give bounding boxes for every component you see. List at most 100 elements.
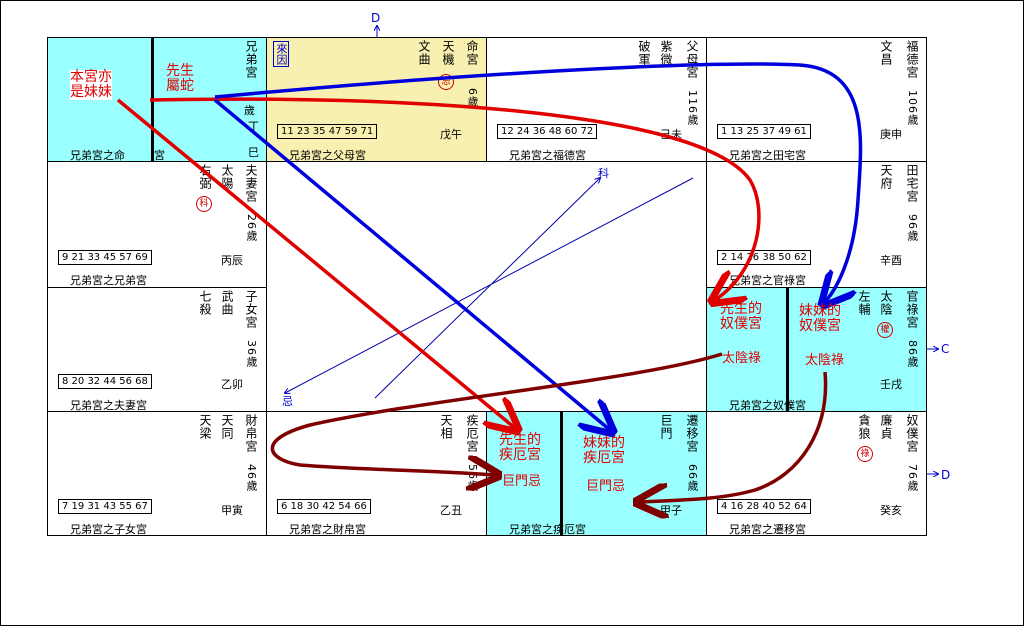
right-d-marker: D <box>941 468 951 482</box>
palace-mao: 子女宮 武曲 七殺 36歲 乙卯 8 20 32 44 56 68 兄弟宮之夫妻… <box>47 287 267 412</box>
star-2: 天梁 <box>198 414 212 440</box>
age-label: 26歲 <box>245 214 258 242</box>
age-label: 76歲 <box>906 464 919 492</box>
ganzhi: 甲寅 <box>221 504 243 517</box>
ganzhi: 辛酉 <box>880 254 902 267</box>
center-ji-label: 忌 <box>282 395 293 408</box>
age-label: 96歲 <box>906 214 919 242</box>
palace-you: 田宅宮 天府 96歲 辛酉 2 14 26 38 50 62 兄弟宮之官祿宮 <box>706 161 927 288</box>
year-numbers: 1 13 25 37 49 61 <box>717 124 811 139</box>
center-line-ke <box>374 178 600 399</box>
cell-bottom-label: 兄弟宮之疾厄宮 <box>509 523 586 536</box>
annotation-jumen-ji-2: 巨門忌 <box>586 479 626 494</box>
hua-quan-mark: 權 <box>877 322 893 338</box>
cell-bottom-label: 兄弟宮之命 <box>70 149 125 162</box>
annotation-jumen-ji-1: 巨門忌 <box>502 474 542 489</box>
ganzhi: 癸亥 <box>880 504 902 517</box>
cell-bottom-label: 兄弟宮之官祿宮 <box>729 274 806 287</box>
star-1: 廉貞 <box>879 414 893 440</box>
cell-divider <box>786 288 789 411</box>
annotation-taiyin-lu-2: 太陰祿 <box>805 353 845 368</box>
darkred-arrow-1 <box>270 352 723 475</box>
cell-divider <box>560 412 563 535</box>
palace-name: 官祿宮 <box>905 290 919 329</box>
annotation-benggong: 本宮亦 是妹妹 <box>70 69 112 100</box>
hua-ke-mark: 科 <box>196 196 212 212</box>
palace-name: 疾厄宮 <box>465 414 479 453</box>
palace-chen: 夫妻宮 太陽 右弼 科 26歲 丙辰 9 21 33 45 57 69 兄弟宮之… <box>47 161 267 288</box>
age-label: 106歲 <box>906 90 919 126</box>
ganzhi: 乙卯 <box>221 378 243 391</box>
palace-wei: 父母宮 紫微 破軍 116歲 己未 12 24 36 48 60 72 兄弟宮之… <box>486 37 707 162</box>
star-1: 紫微 <box>659 40 673 66</box>
palace-shen: 福德宮 文昌 106歲 庚申 1 13 25 37 49 61 兄弟宮之田宅宮 <box>706 37 927 162</box>
star-1: 文昌 <box>879 40 893 66</box>
age-label: 歲 <box>244 104 255 117</box>
age-label: 36歲 <box>245 340 258 368</box>
ganzhi: 壬戌 <box>880 378 902 391</box>
ganzhi: 庚申 <box>880 128 902 141</box>
year-numbers: 7 19 31 43 55 67 <box>58 499 152 514</box>
cell-bottom-label: 兄弟宮之福德宮 <box>509 149 586 162</box>
hua-lu-mark: 祿 <box>857 446 873 462</box>
annotation-husband-illness: 先生的 疾厄宮 <box>499 432 541 463</box>
age-label: 86歲 <box>906 340 919 368</box>
ganzhi: 戊午 <box>440 128 462 141</box>
cell-bottom-label: 兄弟宮之田宅宮 <box>729 149 806 162</box>
palace-name: 兄弟宮 <box>244 40 258 79</box>
blue-arrow-to-servant <box>214 62 863 302</box>
star-1: 太陽 <box>220 164 234 190</box>
red-arrow-to-illness <box>116 98 515 428</box>
cell-bottom-label: 兄弟宮之財帛宮 <box>289 523 366 536</box>
star-1: 太陰 <box>879 290 893 316</box>
age-label: 116歲 <box>686 90 699 126</box>
star-2: 貪狼 <box>857 414 871 440</box>
palace-name: 命宮 <box>465 40 479 66</box>
year-numbers: 9 21 33 45 57 69 <box>58 250 152 265</box>
palace-name: 子女宮 <box>244 290 258 329</box>
star-2: 左輔 <box>857 290 871 316</box>
laiyin-box: 來因 <box>273 41 289 67</box>
star-1: 天同 <box>220 414 234 440</box>
palace-name: 父母宮 <box>685 40 699 79</box>
age-label: 46歲 <box>245 464 258 492</box>
annotation-sister-illness: 妹妹的 疾厄宮 <box>583 435 625 466</box>
ganzhi-partial: 丁 <box>248 120 259 133</box>
cell-bottom-label-2: 宮 <box>154 149 165 162</box>
star-1: 天機 <box>441 40 455 66</box>
center-line-ji <box>285 177 694 393</box>
ganzhi: 乙丑 <box>440 504 462 517</box>
palace-name: 遷移宮 <box>685 414 699 453</box>
year-numbers: 6 18 30 42 54 66 <box>277 499 371 514</box>
ganzhi-branch: 巳 <box>248 146 259 159</box>
cell-bottom-label: 兄弟宮之兄弟宮 <box>70 274 147 287</box>
annotation-husband-servant: 先生的 奴僕宮 <box>720 301 762 332</box>
annotation-sister-servant: 妹妹的 奴僕宮 <box>799 303 841 334</box>
cell-bottom-label: 兄弟宮之奴僕宮 <box>729 399 806 412</box>
top-d-marker: D <box>371 11 381 25</box>
hua-ji-mark: 忌 <box>438 74 454 90</box>
year-numbers: 8 20 32 44 56 68 <box>58 374 152 389</box>
palace-name: 財帛宮 <box>244 414 258 453</box>
year-numbers: 2 14 26 38 50 62 <box>717 250 811 265</box>
cell-bottom-label: 兄弟宮之父母宮 <box>289 149 366 162</box>
star-2: 七殺 <box>198 290 212 316</box>
year-numbers: 11 23 35 47 59 71 <box>277 124 378 139</box>
palace-chou: 疾厄宮 天相 56歲 乙丑 6 18 30 42 54 66 兄弟宮之財帛宮 <box>266 411 487 536</box>
year-numbers: 12 24 36 48 60 72 <box>497 124 598 139</box>
palace-name: 福德宮 <box>905 40 919 79</box>
year-numbers: 4 16 28 40 52 64 <box>717 499 811 514</box>
right-c-marker: C <box>941 342 950 356</box>
ganzhi: 丙辰 <box>221 254 243 267</box>
red-arrow-to-servant <box>149 97 761 300</box>
cell-bottom-label: 兄弟宮之夫妻宮 <box>70 399 147 412</box>
age-label: 6歲 <box>466 88 479 108</box>
cell-bottom-label: 兄弟宮之遷移宮 <box>729 523 806 536</box>
annotation-husband: 先生 屬蛇 <box>166 63 194 94</box>
palace-name: 田宅宮 <box>905 164 919 203</box>
palace-yin: 財帛宮 天同 天梁 46歲 甲寅 7 19 31 43 55 67 兄弟宮之子女… <box>47 411 267 536</box>
palace-name: 夫妻宮 <box>244 164 258 203</box>
cell-bottom-label: 兄弟宮之子女宮 <box>70 523 147 536</box>
star-1: 巨門 <box>659 414 673 440</box>
